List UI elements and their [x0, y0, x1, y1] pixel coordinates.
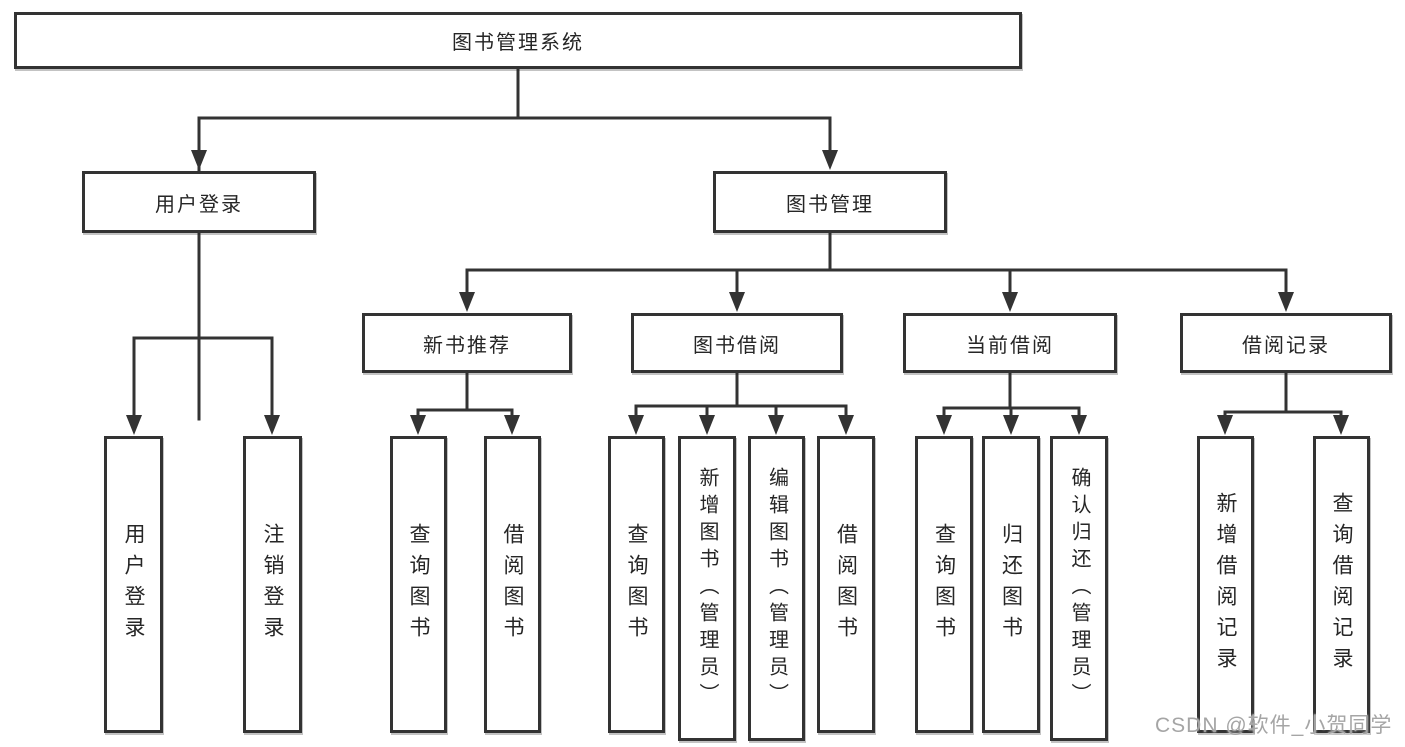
leaf-label: 查询图书 — [407, 522, 430, 647]
node-label: 当前借阅 — [966, 334, 1054, 357]
node-label: 图书借阅 — [693, 334, 781, 357]
leaf-borrow-borrow-book: 借阅图书 — [817, 436, 875, 733]
leaf-borrow-add-book-admin: 新增图书（管理员） — [678, 436, 736, 741]
node-user-login: 用户登录 — [82, 171, 316, 233]
leaf-label: 用户登录 — [122, 522, 145, 647]
leaf-records-add-borrow-record: 新增借阅记录 — [1197, 436, 1254, 733]
node-library-management-system: 图书管理系统 — [14, 12, 1022, 69]
node-borrowing-records: 借阅记录 — [1180, 313, 1392, 373]
leaf-label: 注销登录 — [261, 522, 284, 647]
leaf-current-confirm-return-admin: 确认归还（管理员） — [1050, 436, 1108, 741]
node-label: 图书管理系统 — [452, 32, 584, 54]
leaf-recommend-borrow-book: 借阅图书 — [484, 436, 541, 733]
leaf-label: 查询图书 — [625, 522, 648, 647]
leaf-label: 新增借阅记录 — [1214, 491, 1237, 678]
leaf-login-user-login: 用户登录 — [104, 436, 163, 733]
node-current-borrowing: 当前借阅 — [903, 313, 1117, 373]
leaf-borrow-edit-book-admin: 编辑图书（管理员） — [748, 436, 805, 741]
node-label: 新书推荐 — [423, 334, 511, 357]
leaf-label: 借阅图书 — [501, 522, 524, 647]
leaf-borrow-query-book: 查询图书 — [608, 436, 665, 733]
node-label: 用户登录 — [155, 193, 243, 216]
leaf-label: 确认归还（管理员） — [1068, 467, 1090, 710]
leaf-label: 借阅图书 — [834, 522, 858, 647]
node-label: 借阅记录 — [1242, 334, 1330, 357]
leaf-current-query-book: 查询图书 — [915, 436, 973, 733]
leaf-records-query-borrow-record: 查询借阅记录 — [1313, 436, 1370, 733]
leaf-recommend-query-book: 查询图书 — [390, 436, 447, 733]
leaf-label: 编辑图书（管理员） — [765, 467, 788, 710]
leaf-label: 归还图书 — [999, 522, 1023, 647]
node-new-book-recommendation: 新书推荐 — [362, 313, 572, 373]
node-label: 图书管理 — [786, 193, 874, 216]
csdn-watermark: CSDN @软件_小贺同学 — [1155, 714, 1393, 737]
leaf-current-return-book: 归还图书 — [982, 436, 1040, 733]
leaf-login-logout: 注销登录 — [243, 436, 302, 733]
leaf-label: 查询借阅记录 — [1330, 491, 1353, 678]
leaf-label: 查询图书 — [932, 522, 956, 647]
node-book-management: 图书管理 — [713, 171, 947, 233]
node-book-borrowing: 图书借阅 — [631, 313, 843, 373]
leaf-label: 新增图书（管理员） — [696, 467, 718, 710]
